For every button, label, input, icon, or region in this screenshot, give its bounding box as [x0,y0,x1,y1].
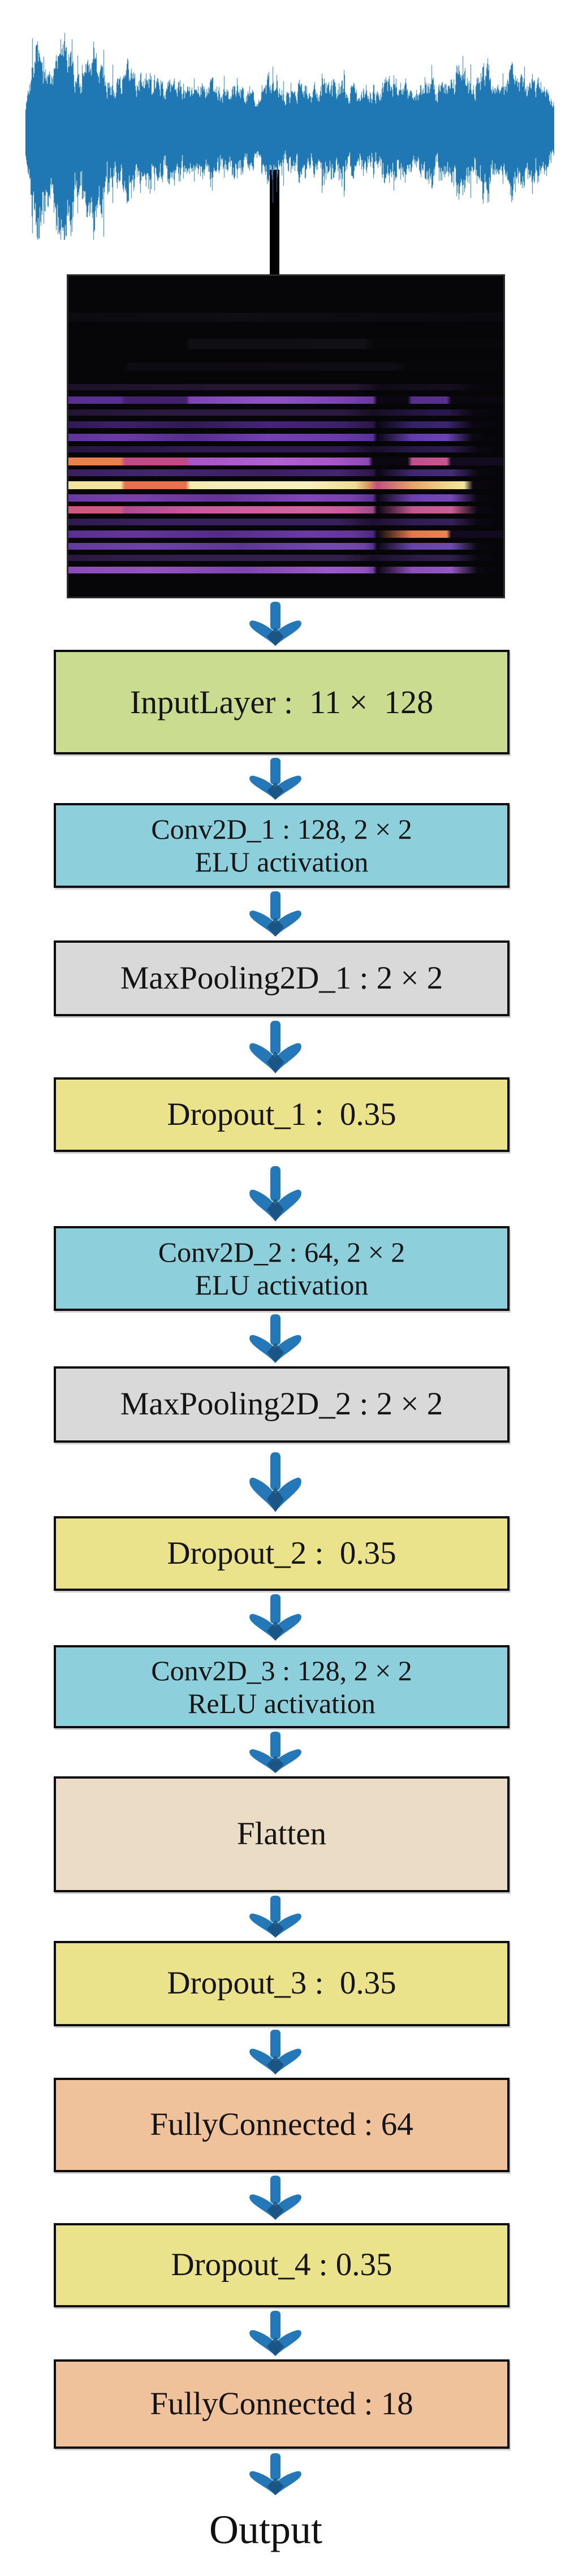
layer-label: FullyConnected : 64 [150,2107,413,2143]
spectrogram-band [68,555,503,562]
spectrogram-band [68,383,503,390]
spectrogram-band [68,313,503,322]
spectrogram-band [68,457,503,465]
spectrogram [67,274,505,598]
flow-arrow-down-icon [249,1021,301,1073]
layer-box-maxpooling2d-1: MaxPooling2D_1 : 2 × 2 [54,940,510,1016]
layer-label: Flatten [236,1816,327,1852]
flow-arrow-down-icon [249,1314,301,1363]
layer-label: Dropout_3 : 0.35 [167,1965,396,2001]
layer-activation-label: ReLU activation [188,1687,376,1719]
layer-label: MaxPooling2D_1 : 2 × 2 [120,960,443,996]
layer-label: Conv2D_2 : 64, 2 × 2 [158,1236,405,1268]
layer-label: Conv2D_1 : 128, 2 × 2 [151,813,412,845]
layer-box-fullyconnected-64: FullyConnected : 64 [54,2078,510,2172]
spectrogram-band [68,494,503,502]
spectrogram-band [68,566,503,573]
spectrogram-band [68,421,503,429]
layer-box-dropout-3: Dropout_3 : 0.35 [54,1941,510,2026]
spectrogram-band [68,481,503,489]
flow-arrow-down-icon [249,2311,301,2357]
spectrogram-band [68,530,503,538]
flow-arrow-down-icon [249,602,301,646]
audio-waveform [25,16,554,241]
flow-arrow-down-icon [249,2176,301,2220]
flow-arrow-down-icon [249,1896,301,1938]
spectrogram-band [68,433,503,441]
spectrogram-band [68,542,503,550]
layer-activation-label: ELU activation [195,1269,369,1301]
spectrogram-band [68,469,503,477]
layer-label: Dropout_1 : 0.35 [167,1096,396,1132]
spectrogram-band [68,506,503,514]
layer-label: Conv2D_3 : 128, 2 × 2 [151,1654,412,1686]
layer-label: Dropout_4 : 0.35 [171,2247,392,2283]
flow-arrow-down-icon [249,1166,301,1222]
spectrogram-band [68,363,503,371]
layer-activation-label: ELU activation [195,846,369,878]
layer-box-dropout-1: Dropout_1 : 0.35 [54,1077,510,1152]
layer-box-inputlayer: InputLayer : 11 × 128 [54,650,510,754]
layer-box-maxpooling2d-2: MaxPooling2D_2 : 2 × 2 [54,1366,510,1443]
layer-box-flatten: Flatten [54,1776,510,1892]
flow-arrow-down-icon [249,2030,301,2075]
layer-label: MaxPooling2D_2 : 2 × 2 [120,1386,443,1422]
flow-arrow-down-icon [249,1732,301,1774]
flow-arrow-down-icon [249,1452,301,1512]
flow-arrow-down-icon [249,1594,301,1641]
layer-box-fullyconnected-18: FullyConnected : 18 [54,2359,510,2449]
output-label: Output [209,2507,322,2552]
layer-box-dropout-2: Dropout_2 : 0.35 [54,1516,510,1591]
spectrogram-band [68,409,503,416]
spectrogram-band [68,518,503,525]
layer-box-dropout-4: Dropout_4 : 0.35 [54,2223,510,2307]
spectrogram-band [68,396,503,404]
flow-arrow-down-icon [249,891,301,937]
layer-label: InputLayer : 11 × 128 [130,683,434,720]
flow-arrow-down-icon [249,2453,301,2496]
flow-arrow-down-icon [249,758,301,800]
layer-label: FullyConnected : 18 [150,2385,413,2422]
spectrogram-band [68,338,503,349]
layer-label: Dropout_2 : 0.35 [167,1535,396,1571]
spectrogram-band [68,446,503,452]
